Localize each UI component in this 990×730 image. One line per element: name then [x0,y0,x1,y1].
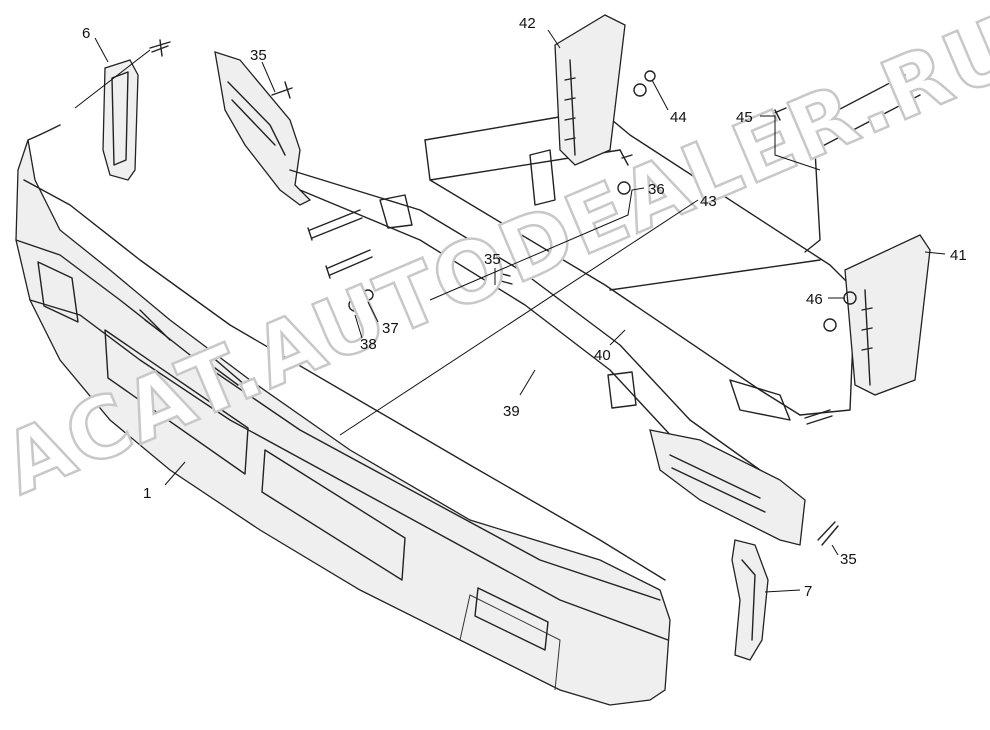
label-44: 44 [670,109,687,126]
label-35b: 35 [484,251,501,268]
label-7: 7 [804,583,812,600]
front-bumper [15,124,671,706]
left-end-bracket [214,51,312,206]
right-bracket-7 [731,539,769,661]
label-46: 46 [806,291,823,308]
left-bracket-6 [102,39,171,181]
bracket-41 [844,234,931,396]
bracket-42 [554,14,626,166]
leader-lines [74,29,946,593]
part-labels: 6 35 42 44 45 36 43 41 46 35 37 38 40 39… [82,15,967,600]
right-side-rail [771,74,921,253]
label-42: 42 [519,15,536,32]
label-45: 45 [736,109,753,126]
label-36: 36 [648,181,665,198]
label-41: 41 [950,247,967,264]
label-39: 39 [503,403,520,420]
label-43: 43 [700,193,717,210]
label-37: 37 [382,320,399,337]
label-40: 40 [594,347,611,364]
label-35c: 35 [840,551,857,568]
label-6: 6 [82,25,90,42]
label-35a: 35 [250,47,267,64]
label-38: 38 [360,336,377,353]
cross-member-39 [289,169,806,546]
bolts-and-nuts [307,70,857,546]
label-1: 1 [143,485,151,502]
